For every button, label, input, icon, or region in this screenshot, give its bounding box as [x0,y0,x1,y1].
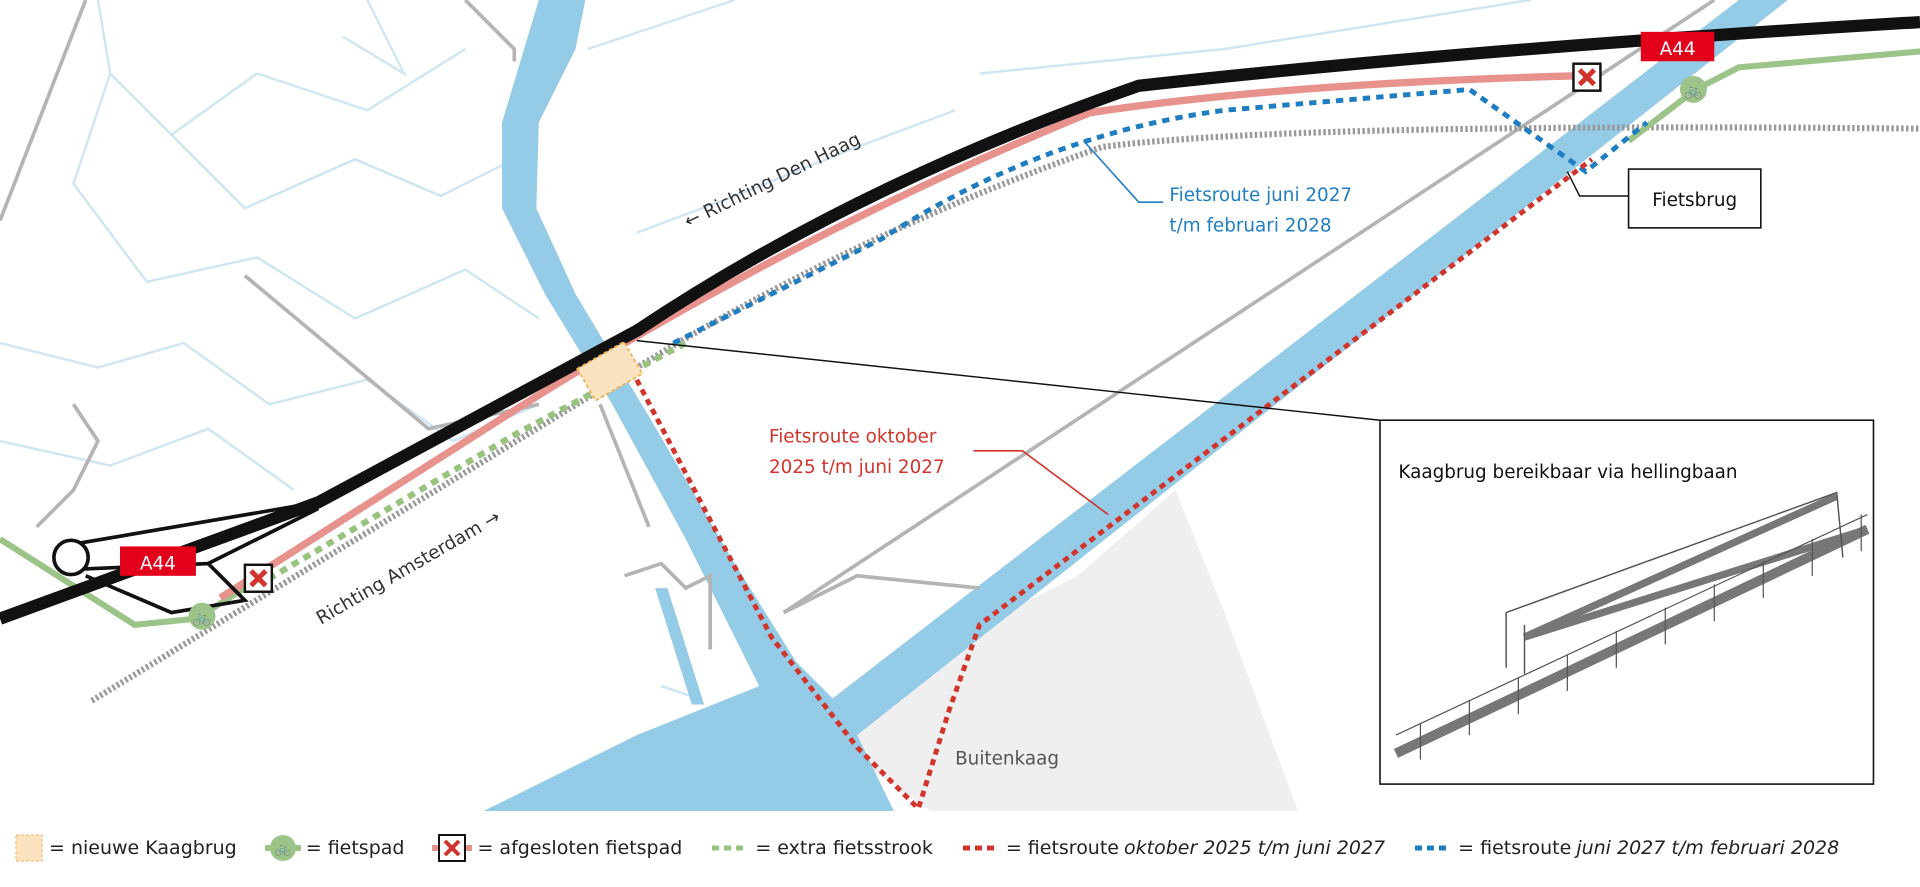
fietsbrug-callout: Fietsbrug [1627,168,1762,229]
svg-text:🚲: 🚲 [275,842,291,857]
svg-text:Kaagbrug bereikbaar via hellin: Kaagbrug bereikbaar via hellingbaan [1398,462,1737,483]
legend-new-bridge: = nieuwe Kaagbrug [14,833,237,863]
bicycle-icon: 🚲 [264,835,301,861]
legend-period: oktober 2025 t/m juni 2027 [1124,837,1386,859]
svg-text:Fietsbrug: Fietsbrug [1652,190,1737,211]
bicycle-icon: 🚲 [1680,75,1707,103]
svg-text:A44: A44 [1660,39,1696,60]
svg-text:🚲: 🚲 [193,609,211,626]
legend-label: = nieuwe Kaagbrug [49,837,237,859]
leader-lines [636,171,1629,421]
extra-fietsstrook [255,340,688,589]
route-2027 [672,86,1649,346]
svg-text:A44: A44 [140,554,176,575]
closed-fietspad [218,72,1574,601]
place-buitenkaag: Buitenkaag [955,748,1059,769]
legend-label: = extra fietsstrook [755,837,933,859]
closed-x-icon [1572,62,1602,92]
route-2027-swatch-icon [1415,845,1452,851]
new-bridge-swatch-icon [15,834,43,862]
cycle-path-east [1626,48,1920,144]
route-2025 [634,157,1594,814]
legend: = nieuwe Kaagbrug 🚲 = fietspad = afgeslo… [0,828,1920,868]
legend-label: = fietsroute [1005,837,1119,859]
a44-badge-west: A44 [120,546,196,576]
legend-closed-path: = afgesloten fietspad [432,833,682,863]
ditches [0,0,1531,700]
water [483,0,1788,812]
svg-text:🚲: 🚲 [1684,83,1702,100]
buitenkaag-area [832,490,1298,812]
extra-strip-swatch-icon [712,845,749,851]
inset-hellingbaan: Kaagbrug bereikbaar via hellingbaan [1379,419,1875,785]
bicycle-icon: 🚲 [188,602,216,630]
legend-cycle-path: 🚲 = fietspad [264,833,405,863]
roads [0,0,1716,650]
route-2025-swatch-icon [962,845,999,851]
legend-label: = afgesloten fietspad [477,837,683,859]
legend-extra-strip: = extra fietsstrook [710,833,933,863]
closed-x-icon [243,563,274,593]
legend-period: juni 2027 t/m februari 2028 [1576,837,1840,859]
closed-x-icon [432,834,473,862]
legend-label: = fietsroute [1458,837,1572,859]
legend-label: = fietspad [305,837,405,859]
leader-2025 [973,450,1109,516]
roundabout [52,538,90,577]
a44-badge-east: A44 [1640,31,1715,62]
leader-2027 [1083,140,1164,203]
new-kaagbrug [576,340,644,402]
